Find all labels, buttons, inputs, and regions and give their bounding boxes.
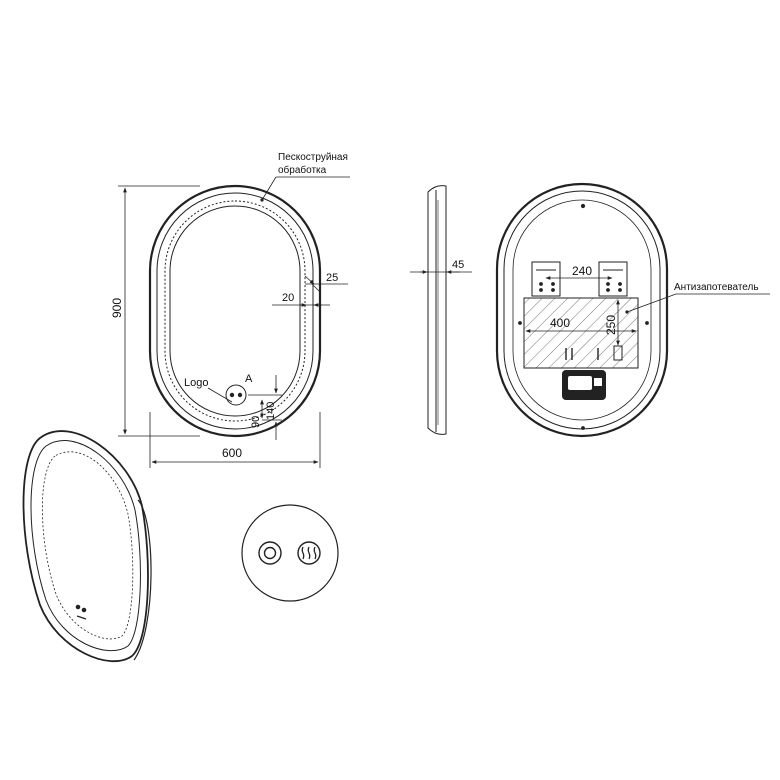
width-dimension xyxy=(149,412,321,468)
dim-400-label: 400 xyxy=(550,316,570,330)
anti-fog-icon xyxy=(297,541,321,565)
frame-depth-dimension xyxy=(304,275,348,293)
power-supply-box xyxy=(562,370,606,400)
power-icon xyxy=(258,541,282,565)
frame-depth-label: 25 xyxy=(326,272,338,284)
front-outer-frame xyxy=(148,184,322,438)
front-view xyxy=(148,184,322,438)
logo-detail: Logo A xyxy=(184,373,253,406)
front-glass-edge xyxy=(169,205,301,417)
front-inner-frame xyxy=(156,192,314,430)
dim-90-label: 90 xyxy=(250,416,262,428)
height-dimension-label: 900 xyxy=(110,298,124,318)
back-outer-frame xyxy=(495,182,669,438)
side-depth-label: 45 xyxy=(452,259,464,271)
sandblast-callout: Пескоструйная обработка xyxy=(260,152,350,202)
width-dimension-label: 600 xyxy=(222,446,242,460)
sandblast-label-line1: Пескоструйная xyxy=(278,152,348,163)
detail-marker-label: A xyxy=(245,373,253,385)
back-view xyxy=(495,182,669,438)
touch-panel-detail xyxy=(241,504,339,602)
front-sandblast-band xyxy=(164,200,306,422)
heater-connectors xyxy=(565,345,623,361)
height-dimension xyxy=(118,185,200,437)
dim-250-label: 250 xyxy=(604,315,618,335)
anti-fog-label: Антизапотеватель xyxy=(674,282,759,293)
control-button-circle xyxy=(225,384,247,406)
sandblast-label-line2: обработка xyxy=(278,164,327,176)
side-view xyxy=(427,185,447,435)
dim-240-label: 240 xyxy=(572,264,592,278)
dim-140-label: 140 xyxy=(265,402,277,420)
touch-panel-circle xyxy=(241,504,339,602)
logo-label: Logo xyxy=(184,377,208,389)
anti-fog-callout: Антизапотеватель xyxy=(625,282,770,314)
button-position-dimensions xyxy=(248,375,282,440)
frame-offset-label: 20 xyxy=(282,292,294,304)
anti-fog-heater-zone xyxy=(523,297,639,369)
perspective-view xyxy=(22,430,152,663)
